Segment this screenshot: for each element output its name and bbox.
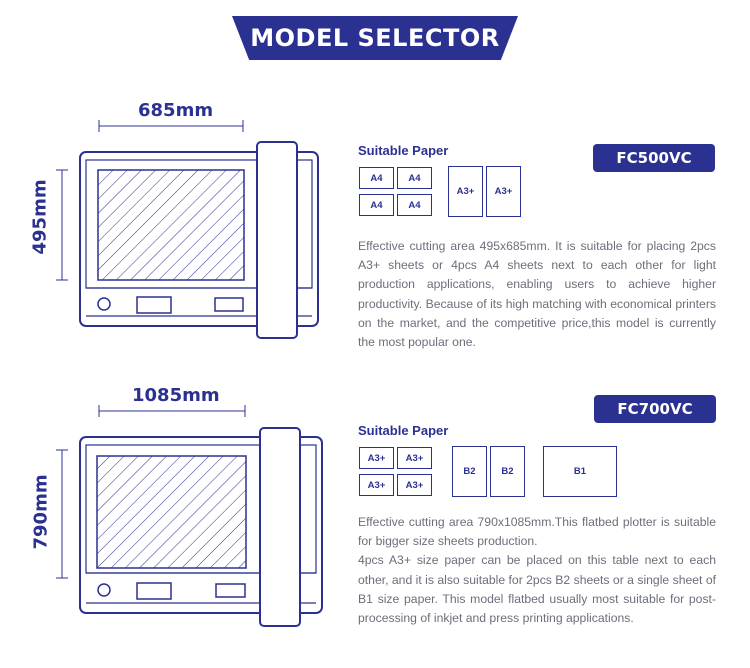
paper-b1: B1 [543, 446, 617, 497]
page-title: MODEL SELECTOR [250, 24, 500, 52]
paper-b2: B2 [490, 446, 525, 497]
paper-a4: A4 [397, 194, 432, 216]
model-description: Effective cutting area 495x685mm. It is … [358, 237, 716, 352]
description-paragraph: Effective cutting area 790x1085mm.This f… [358, 515, 716, 549]
description-paragraph: 4pcs A3+ size paper can be placed on thi… [358, 553, 716, 626]
paper-a3-plus: A3+ [397, 474, 432, 496]
paper-b2: B2 [452, 446, 487, 497]
paper-a3-plus: A3+ [359, 474, 394, 496]
paper-a3-plus: A3+ [359, 447, 394, 469]
paper-a3-plus: A3+ [486, 166, 521, 217]
paper-a3-plus: A3+ [397, 447, 432, 469]
height-dimension-label: 790mm [30, 474, 52, 550]
model-selector-banner: MODEL SELECTOR [232, 16, 518, 60]
model-description: Effective cutting area 790x1085mm.This f… [358, 513, 716, 628]
paper-a4: A4 [359, 194, 394, 216]
width-dimension-label: 1085mm [132, 385, 220, 406]
suitable-paper-title: Suitable Paper [358, 423, 449, 438]
suitable-paper-title: Suitable Paper [358, 143, 449, 158]
paper-a4: A4 [359, 167, 394, 189]
model-name-badge: FC700VC [594, 395, 716, 423]
paper-a3-plus: A3+ [448, 166, 483, 217]
paper-a4: A4 [397, 167, 432, 189]
model-name-badge: FC500VC [593, 144, 715, 172]
width-dimension-label: 685mm [138, 100, 214, 121]
description-paragraph: Effective cutting area 495x685mm. It is … [358, 239, 716, 350]
